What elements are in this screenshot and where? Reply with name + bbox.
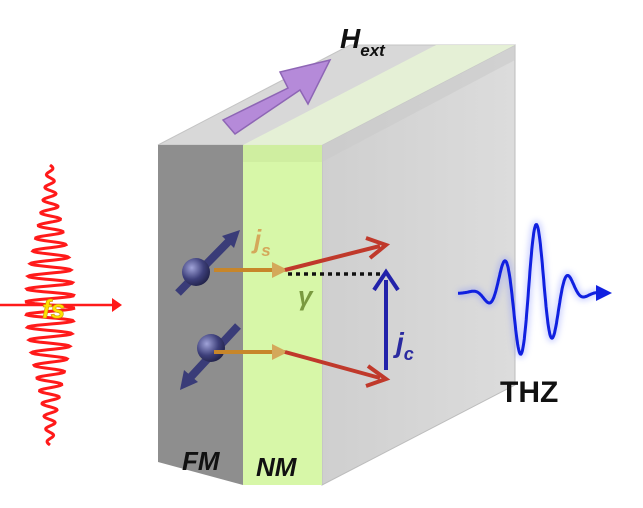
nm-layer-top-strip	[243, 145, 322, 162]
spin-current-arrows	[214, 262, 288, 360]
electron-sphere-up	[182, 258, 210, 286]
fm-label: FM	[182, 446, 221, 476]
sample-slab	[157, 44, 516, 486]
nm-top-face	[243, 45, 515, 145]
laser-pulse	[0, 163, 122, 447]
thz-wave	[458, 220, 612, 359]
slab-front-right	[322, 45, 515, 162]
electron-sphere-down	[197, 334, 225, 362]
charge-current-arrow	[372, 268, 400, 370]
fm-layer	[158, 145, 243, 485]
charge-current-label: jc	[392, 327, 414, 364]
field-arrow	[221, 58, 332, 135]
nm-label: NM	[256, 452, 298, 482]
nm-layer	[243, 162, 322, 485]
field-label: Hext	[340, 23, 386, 60]
laser-label: fs	[42, 294, 65, 324]
spin-down	[180, 323, 241, 390]
spin-current-label: js	[251, 224, 271, 260]
spin-up	[175, 230, 240, 296]
angle-label: γ	[298, 281, 314, 311]
deflected-arrows	[284, 236, 391, 388]
thz-label: THZ	[500, 376, 558, 409]
